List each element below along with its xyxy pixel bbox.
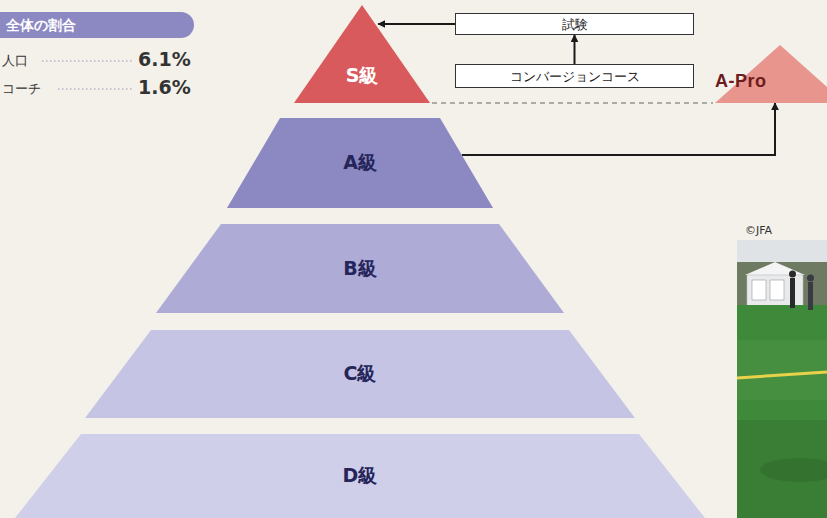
photo [737,240,827,518]
share-value: 1.6% [138,76,191,98]
arrow-connector [574,35,576,64]
license-level: C級 [85,330,635,418]
leader-dots [58,88,134,89]
copyright-note: ©JFA [745,224,772,237]
license-level: A-Pro [715,45,827,103]
node-label: 全体の割合 [6,17,76,33]
node-label: B級 [156,258,564,280]
share-row-name: 人口 [2,52,28,70]
node-label: 試験 [456,18,693,33]
node-label: D級 [15,465,705,487]
license-level: B級 [156,224,564,313]
node-label: S級 [294,65,430,87]
process-box: 試験 [455,13,694,35]
dashed-link [432,102,713,103]
node-label: A級 [227,152,493,174]
arrow-connector [462,103,775,155]
share-heading: 全体の割合 [0,12,194,38]
process-box: コンバージョンコース [455,64,694,88]
license-level: A級 [227,118,493,208]
license-level: S級 [294,5,430,103]
node-label: コンバージョンコース [456,70,693,85]
shape-outline [294,5,430,103]
node-label: C級 [85,363,635,385]
leader-dots [42,60,134,61]
arrow-connector [378,23,455,25]
share-value: 6.1% [138,48,191,70]
node-label: A-Pro [715,71,767,92]
license-level: D級 [15,434,705,518]
share-row-name: コーチ [2,80,41,98]
